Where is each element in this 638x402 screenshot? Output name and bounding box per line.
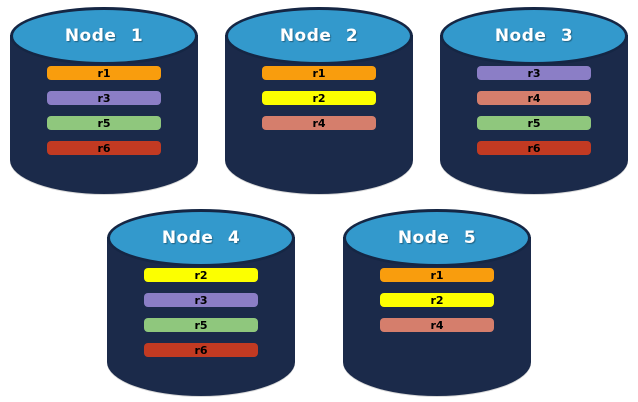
node-title: Node 4 — [161, 228, 241, 248]
replica-bar-list: r1 r2 r4 — [342, 268, 532, 332]
replica-bar-list: r3 r4 r5 r6 — [439, 66, 629, 155]
replica-bar-r5: r5 — [47, 116, 161, 130]
node-title: Node 5 — [397, 228, 477, 248]
cylinder-top-ellipse: Node 3 — [440, 7, 628, 65]
replica-bar-list: r1 r2 r4 — [224, 66, 414, 130]
replica-bar-list: r2 r3 r5 r6 — [106, 268, 296, 357]
replica-bar-r6: r6 — [477, 141, 591, 155]
replica-bar-r2: r2 — [262, 91, 376, 105]
replica-bar-list: r1 r3 r5 r6 — [9, 66, 199, 155]
node-cylinder-2: Node 2 r1 r2 r4 — [224, 5, 414, 195]
replica-bar-r4: r4 — [477, 91, 591, 105]
cylinder-top-ellipse: Node 4 — [107, 209, 295, 267]
replica-bar-r1: r1 — [262, 66, 376, 80]
replica-bar-r6: r6 — [47, 141, 161, 155]
node-title: Node 1 — [64, 26, 144, 46]
replica-bar-r3: r3 — [477, 66, 591, 80]
node-title: Node 2 — [279, 26, 359, 46]
cylinder-top-ellipse: Node 1 — [10, 7, 198, 65]
replica-bar-r1: r1 — [380, 268, 494, 282]
replica-bar-r4: r4 — [262, 116, 376, 130]
replica-bar-r2: r2 — [144, 268, 258, 282]
cylinder-top-ellipse: Node 5 — [343, 209, 531, 267]
node-cylinder-3: Node 3 r3 r4 r5 r6 — [439, 5, 629, 195]
node-title: Node 3 — [494, 26, 574, 46]
replica-bar-r3: r3 — [47, 91, 161, 105]
replica-bar-r4: r4 — [380, 318, 494, 332]
replica-bar-r5: r5 — [477, 116, 591, 130]
replica-bar-r2: r2 — [380, 293, 494, 307]
replica-bar-r3: r3 — [144, 293, 258, 307]
node-row-bottom: Node 4 r2 r3 r5 r6 Node 5 r1 r2 r4 — [0, 207, 638, 397]
node-cylinder-4: Node 4 r2 r3 r5 r6 — [106, 207, 296, 397]
replica-bar-r1: r1 — [47, 66, 161, 80]
replica-bar-r6: r6 — [144, 343, 258, 357]
node-cylinder-1: Node 1 r1 r3 r5 r6 — [9, 5, 199, 195]
cylinder-top-ellipse: Node 2 — [225, 7, 413, 65]
replica-bar-r5: r5 — [144, 318, 258, 332]
node-cylinder-5: Node 5 r1 r2 r4 — [342, 207, 532, 397]
